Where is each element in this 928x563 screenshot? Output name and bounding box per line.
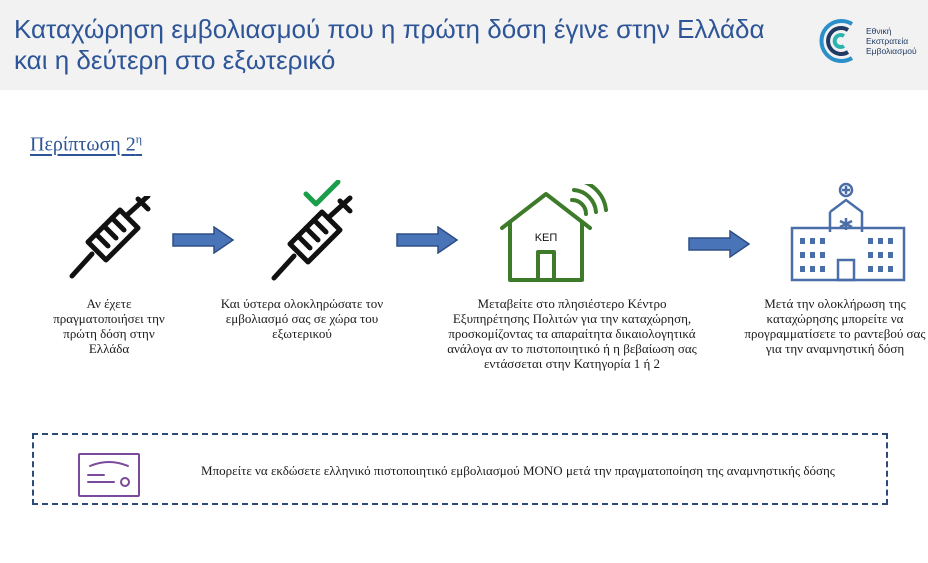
logo-line: Εμβολιασμού [866,46,917,56]
header-bar: Καταχώρηση εμβολιασμού που η πρώτη δόση … [0,0,928,90]
logo-text: Εθνική Εκστρατεία Εμβολιασμού [866,26,917,56]
case-label: Περίπτωση 2 [30,133,136,156]
arrow-right-icon [396,225,459,259]
arrow-right-icon [688,229,751,263]
step-4-text: Μετά την ολοκλήρωση της καταχώρησης μπορ… [744,296,926,356]
case-sup: η [135,132,143,146]
logo-rings-icon [819,19,854,63]
logo-line: Εκστρατεία [866,36,909,46]
arrow-right-icon [172,225,235,259]
hospital-icon [790,182,906,287]
logo-line: Εθνική [866,26,892,36]
case-title: Περίπτωση 2η [30,132,142,157]
syringe-check-icon [270,179,364,287]
step-2-text: Και ύστερα ολοκληρώσατε τον εμβολιασμό σ… [220,296,384,341]
kep-house-icon: ΚΕΠ [496,178,608,289]
syringe-icon [68,193,158,285]
step-1-text: Αν έχετε πραγματοποιήσει την πρώτη δόση … [53,296,165,356]
notice-box: Μπορείτε να εκδώσετε ελληνικό πιστοποιητ… [32,433,888,505]
kep-label: ΚΕΠ [535,232,558,244]
step-3-text: Μεταβείτε στο πλησιέστερο Κέντρο Εξυπηρέ… [447,296,697,371]
campaign-logo: Εθνική Εκστρατεία Εμβολιασμού [814,14,920,68]
certificate-icon [78,453,140,502]
notice-text: Μπορείτε να εκδώσετε ελληνικό πιστοποιητ… [201,463,835,478]
page-title: Καταχώρηση εμβολιασμού που η πρώτη δόση … [14,14,765,75]
